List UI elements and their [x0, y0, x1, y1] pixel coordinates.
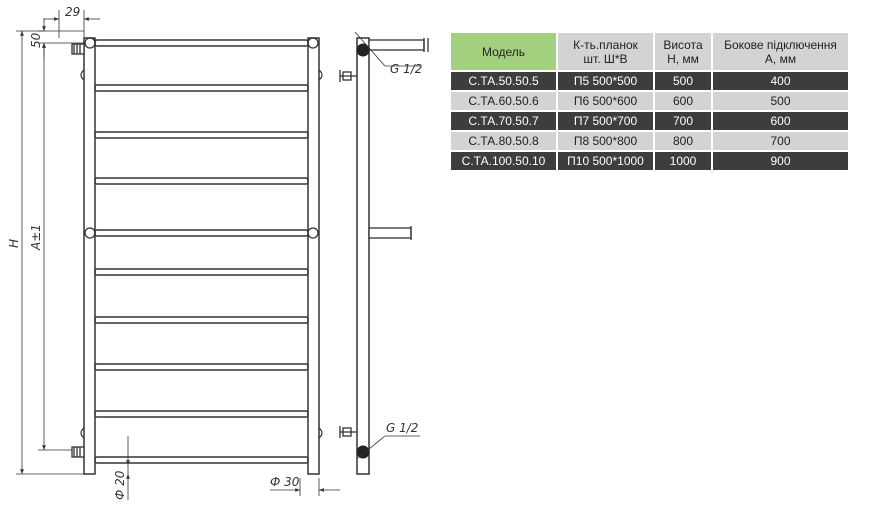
- table-row: С.ТА.100.50.10 П10 500*1000 1000 900: [451, 152, 848, 170]
- cell-model: С.ТА.50.50.5: [451, 72, 556, 90]
- crossbar: [94, 177, 309, 185]
- crossbar: [94, 39, 309, 47]
- table-row: С.ТА.80.50.8 П8 500*800 800 700: [451, 132, 848, 150]
- cell-side: 600: [713, 112, 848, 130]
- front-view: [71, 37, 323, 475]
- side-pipe-middle: [368, 226, 412, 240]
- dim-top-width: 29: [65, 5, 80, 19]
- mount-brackets: [80, 69, 323, 439]
- side-pipe-top: [368, 38, 429, 52]
- front-dimensions: [16, 10, 340, 500]
- crossbar: [94, 316, 309, 324]
- cell-bars: П5 500*500: [558, 72, 653, 90]
- table-row: С.ТА.60.50.6 П6 500*600 600 500: [451, 92, 848, 110]
- crossbar: [94, 229, 309, 237]
- cell-height: 600: [655, 92, 711, 110]
- side-bracket-bottom: [339, 426, 357, 438]
- cell-height: 700: [655, 112, 711, 130]
- side-nut-bottom: [356, 445, 370, 459]
- cell-bars: П8 500*800: [558, 132, 653, 150]
- cell-height: 1000: [655, 152, 711, 170]
- inlet-fitting-bottom: [71, 446, 85, 458]
- side-view: [339, 31, 429, 475]
- cell-bars: П10 500*1000: [558, 152, 653, 170]
- cell-side: 700: [713, 132, 848, 150]
- crossbar: [94, 456, 309, 464]
- wall-mounts: [84, 37, 319, 239]
- left-tube: [83, 37, 96, 475]
- cell-model: С.ТА.60.50.6: [451, 92, 556, 110]
- cell-height: 500: [655, 72, 711, 90]
- dim-tube-diameter: Ф 20: [113, 470, 127, 500]
- side-bracket-top: [339, 70, 357, 82]
- dim-pipe-diameter: Ф 30: [270, 475, 300, 489]
- inlet-fitting-top: [71, 43, 85, 55]
- right-tube: [307, 37, 320, 475]
- table-row: С.ТА.50.50.5 П5 500*500 500 400: [451, 72, 848, 90]
- thread-top-label: G 1/2: [390, 62, 422, 76]
- cell-bars: П6 500*600: [558, 92, 653, 110]
- crossbar: [94, 268, 309, 276]
- cell-model: С.ТА.70.50.7: [451, 112, 556, 130]
- side-tube: [356, 37, 370, 475]
- cell-model: С.ТА.80.50.8: [451, 132, 556, 150]
- cell-side: 400: [713, 72, 848, 90]
- header-model: Модель: [451, 33, 556, 70]
- cell-model: С.ТА.100.50.10: [451, 152, 556, 170]
- table-row: С.ТА.70.50.7 П7 500*700 700 600: [451, 112, 848, 130]
- crossbar: [94, 363, 309, 371]
- dim-top-offset: 50: [29, 32, 43, 48]
- cell-height: 800: [655, 132, 711, 150]
- crossbar: [94, 410, 309, 418]
- crossbar: [94, 84, 309, 92]
- crossbars: [94, 39, 309, 464]
- crossbar: [94, 131, 309, 139]
- dim-axis: A±1: [29, 224, 43, 251]
- side-nut-top: [356, 43, 370, 57]
- dim-height: H: [7, 239, 21, 248]
- cell-bars: П7 500*700: [558, 112, 653, 130]
- cell-side: 900: [713, 152, 848, 170]
- cell-side: 500: [713, 92, 848, 110]
- thread-bottom-label: G 1/2: [386, 421, 418, 435]
